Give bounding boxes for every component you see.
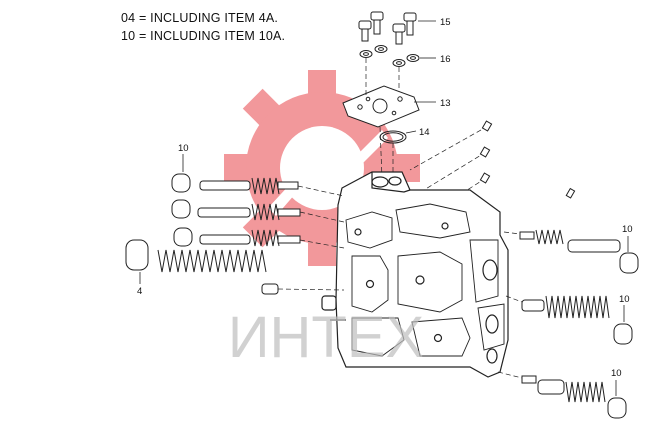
- assembly-lines-top: [365, 58, 489, 211]
- callout-15: 15: [440, 17, 451, 28]
- watermark-text: ИНТЕХ: [228, 305, 424, 370]
- note-line-1: 04 = INCLUDING ITEM 4A.: [121, 11, 279, 25]
- left-spool-row-3: [173, 227, 301, 247]
- note-line-2: 10 = INCLUDING ITEM 10A.: [121, 29, 286, 43]
- callout-4: 4: [137, 286, 142, 297]
- washer-group-16: [359, 45, 420, 67]
- callout-10-right-top: 10: [622, 224, 633, 235]
- right-spool-row-3: [521, 375, 627, 419]
- callout-10-left: 10: [178, 143, 189, 154]
- callout-13: 13: [440, 98, 451, 109]
- pin-group: [479, 120, 576, 199]
- valve-body: [321, 171, 509, 378]
- callout-10-right-mid: 10: [619, 294, 630, 305]
- left-spool-row-2: [171, 199, 301, 221]
- gasket-13: [342, 85, 420, 128]
- right-spool-row-2: [521, 295, 633, 345]
- right-spool-row-1: [519, 229, 639, 274]
- left-spool-row-1: [171, 173, 299, 195]
- callout-14: 14: [419, 127, 430, 138]
- left-spool-row-4: [125, 239, 279, 295]
- callout-10-right-bottom: 10: [611, 368, 622, 379]
- bolt-group-15: [358, 11, 417, 45]
- callout-16: 16: [440, 54, 451, 65]
